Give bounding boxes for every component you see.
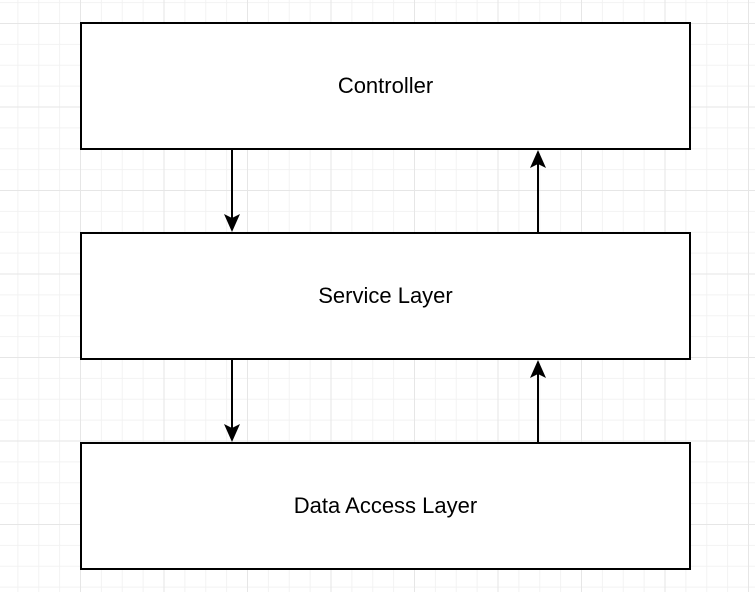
arrow-data-access-to-service[interactable] [530, 360, 546, 442]
service-layer-label: Service Layer [318, 283, 453, 308]
data-access-layer-label: Data Access Layer [293, 493, 478, 518]
arrow-service-to-controller[interactable] [530, 150, 546, 232]
arrow-controller-to-service[interactable] [224, 150, 240, 232]
service-layer-box[interactable]: Service Layer [80, 232, 691, 360]
arrow-service-to-data-access[interactable] [224, 360, 240, 442]
controller-box[interactable]: Controller [80, 22, 691, 150]
data-access-layer-box[interactable]: Data Access Layer [80, 442, 691, 570]
controller-label: Controller [337, 73, 434, 98]
